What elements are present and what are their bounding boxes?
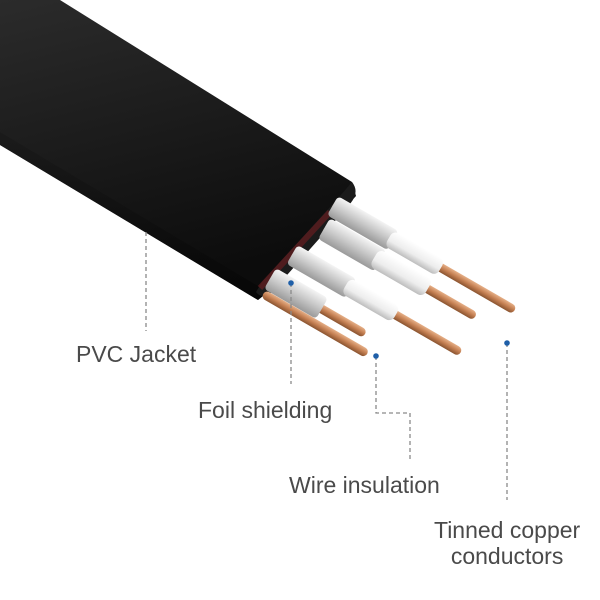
wire-marker-dot bbox=[373, 353, 379, 359]
wire-leader bbox=[375, 356, 411, 462]
tinned-copper-label: Tinned copper conductors bbox=[434, 517, 580, 570]
upper-conductor-pair bbox=[319, 197, 516, 319]
pvc-jacket-label: PVC Jacket bbox=[76, 341, 197, 367]
tinned-copper-label-line2: conductors bbox=[450, 543, 564, 570]
tinned-copper-label-line1: Tinned copper bbox=[434, 517, 581, 543]
foil-shielding-label: Foil shielding bbox=[198, 397, 333, 423]
wire-insulation-label: Wire insulation bbox=[289, 472, 440, 498]
foil-marker-dot bbox=[288, 280, 294, 286]
leader-lines bbox=[145, 232, 508, 500]
lower-conductor-pair bbox=[262, 246, 462, 357]
leader-markers bbox=[288, 280, 510, 359]
tinned-marker-dot bbox=[504, 340, 510, 346]
